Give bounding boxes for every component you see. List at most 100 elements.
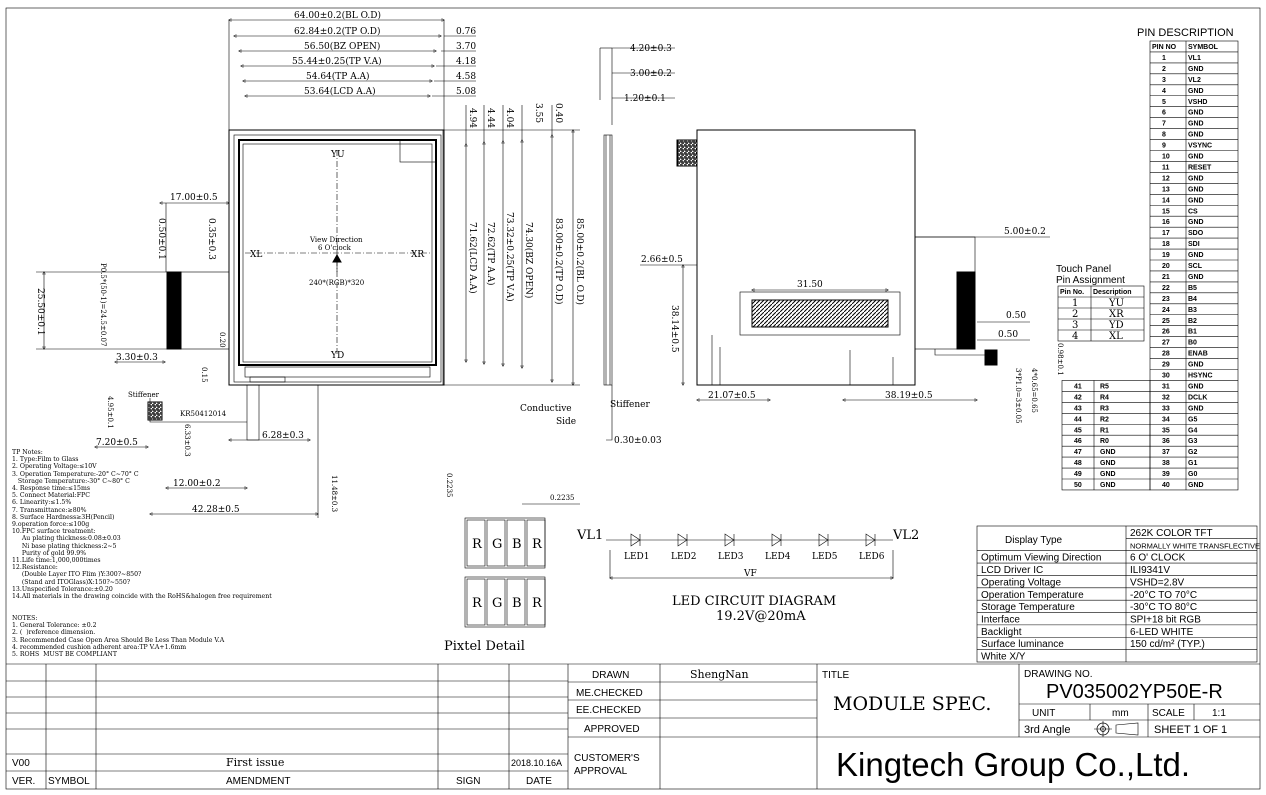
pin-number: 43 xyxy=(1074,405,1082,412)
dim-rear-3819: 38.19±0.5 xyxy=(885,391,933,401)
pin-number: 35 xyxy=(1162,427,1170,434)
led-label: LED5 xyxy=(812,552,838,562)
pin-symbol: GND xyxy=(1188,110,1204,117)
dim-side-420: 4.20±0.3 xyxy=(630,44,672,54)
side-view: 4.20±0.3 3.00±0.2 1.20±0.1 Conductive Si… xyxy=(520,44,675,446)
fpc-part-code: KR50412014 xyxy=(180,410,227,418)
dim-side-300: 3.00±0.2 xyxy=(630,69,672,79)
pin-symbol: GND xyxy=(1188,219,1204,226)
pixel-subcell xyxy=(466,519,486,567)
pin-symbol: GND xyxy=(1188,66,1204,73)
pin-symbol: B3 xyxy=(1188,307,1197,314)
rear-connector xyxy=(956,271,976,350)
touch-panel-subtitle: Pin Assignment xyxy=(1056,275,1125,286)
pin-number: 5 xyxy=(1162,99,1166,106)
pin-symbol: B4 xyxy=(1188,296,1197,303)
spec-label: White X/Y xyxy=(981,652,1026,663)
touch-panel-table: Touch Panel Pin Assignment Pin No.Descri… xyxy=(1056,264,1145,342)
pin-desc-title: PIN DESCRIPTION xyxy=(1137,27,1234,39)
spec-value: SPI+18 bit RGB xyxy=(1130,615,1201,626)
pixel-subcell-label: R xyxy=(472,596,483,611)
tp-pin-yu: YU xyxy=(330,150,345,160)
pin-number: 42 xyxy=(1074,394,1082,401)
spec-value: -20°C TO 70°C xyxy=(1130,590,1197,601)
pin-symbol: G0 xyxy=(1188,471,1197,478)
dim-tp-aa: 54.64(TP A.A) xyxy=(306,71,370,82)
note-line: 12.Resistance: xyxy=(12,564,58,572)
spec-label: Operating Voltage xyxy=(981,577,1061,588)
dim-rear-4x065: 4*0.65=0.65 xyxy=(1030,368,1038,413)
tp-pin-desc: YD xyxy=(1108,320,1124,331)
view-clock-label: 6 O'clock xyxy=(318,244,352,252)
pin-symbol: GND xyxy=(1100,482,1116,489)
pin-symbol: GND xyxy=(1188,405,1204,412)
dim-035: 0.35±0.3 xyxy=(206,218,216,260)
fpc-connector xyxy=(166,271,182,350)
pin-symbol: G4 xyxy=(1188,427,1197,434)
dim-7430: 74.30(BZ OPEN) xyxy=(523,222,534,298)
drawing-no-label: DRAWING NO. xyxy=(1024,669,1093,680)
pin-symbol: GND xyxy=(1188,274,1204,281)
pin-number: 38 xyxy=(1162,460,1170,467)
pin-number: 9 xyxy=(1162,143,1166,150)
dim-rear-3814: 38.14±0.5 xyxy=(669,305,679,353)
pin-number: 47 xyxy=(1074,449,1082,456)
pixel-pitch-v: 0.2235 xyxy=(445,473,453,498)
led-diode-icon xyxy=(818,533,829,547)
view-direction-label: View Direction xyxy=(309,236,363,244)
drawn-value: ShengNan xyxy=(690,668,749,681)
pin-symbol: GND xyxy=(1188,482,1204,489)
dim-633: 6.33±0.3 xyxy=(183,424,191,457)
pin-symbol: VL2 xyxy=(1188,77,1201,84)
pin-symbol: HSYNC xyxy=(1188,373,1213,380)
dim-7162: 71.62(LCD A.A) xyxy=(467,222,478,294)
pin-symbol: GND xyxy=(1100,471,1116,478)
spec-label: Backlight xyxy=(981,627,1022,638)
pin-symbol: R3 xyxy=(1100,405,1109,412)
dim-7332: 73.32±0.25(TP V.A) xyxy=(504,212,515,302)
spec-value: NORMALLY WHITE TRANSFLECTIVE xyxy=(1130,541,1260,550)
pixel-subcell-label: B xyxy=(512,537,522,552)
note-line: 2. Operating Voltage:≤10V xyxy=(12,463,97,471)
stiffener-side-label: Stiffener xyxy=(610,400,651,410)
rev-version: V00 xyxy=(12,758,30,769)
dim-side-120: 1.20±0.1 xyxy=(624,94,666,104)
note-line: Purity of gold 99.9% xyxy=(12,549,87,557)
pin-number: 41 xyxy=(1074,383,1082,390)
pin-number: 32 xyxy=(1162,394,1170,401)
dim-tp-od: 62.84±0.2(TP O.D) xyxy=(294,26,381,37)
pin-number: 28 xyxy=(1162,351,1170,358)
pin-symbol: B2 xyxy=(1188,318,1197,325)
dim-444: 4.44 xyxy=(485,108,495,128)
dim-495: 4.95±0.1 xyxy=(106,396,114,429)
ver-header: VER. xyxy=(12,776,35,787)
active-area xyxy=(238,139,437,366)
pin-symbol: GND xyxy=(1188,132,1204,139)
rear-outline xyxy=(696,129,916,386)
pixel-subcell xyxy=(466,578,486,626)
led-label: LED3 xyxy=(718,552,744,562)
conductive-label: Conductive xyxy=(520,404,572,414)
tp-pin-desc: YU xyxy=(1108,298,1124,309)
customer-approval-2: APPROVAL xyxy=(574,766,628,777)
pin-number: 13 xyxy=(1162,186,1170,193)
pin-number: 27 xyxy=(1162,340,1170,347)
pin-number: 33 xyxy=(1162,405,1170,412)
pin-number: 18 xyxy=(1162,241,1170,248)
pixel-detail-label: Pixtel Detail xyxy=(444,639,525,654)
note-line: 5. Connect Material:FPC xyxy=(12,492,90,500)
note-line: TP Notes: xyxy=(12,449,43,456)
dim-1200: 12.00±0.2 xyxy=(173,479,221,489)
pin-symbol: GND xyxy=(1188,154,1204,161)
pin-number: 31 xyxy=(1162,383,1170,390)
dim-418: 4.18 xyxy=(456,57,476,67)
tp-header-desc: Description xyxy=(1093,289,1132,296)
pin-symbol: SCL xyxy=(1188,263,1203,270)
note-line: 13.Unspecified Tolerance:±0.20 xyxy=(12,585,113,593)
note-line: 14.All materials in the drawing coincide… xyxy=(12,593,272,601)
pin-symbol: B5 xyxy=(1188,285,1197,292)
dim-355: 3.55 xyxy=(533,103,543,123)
